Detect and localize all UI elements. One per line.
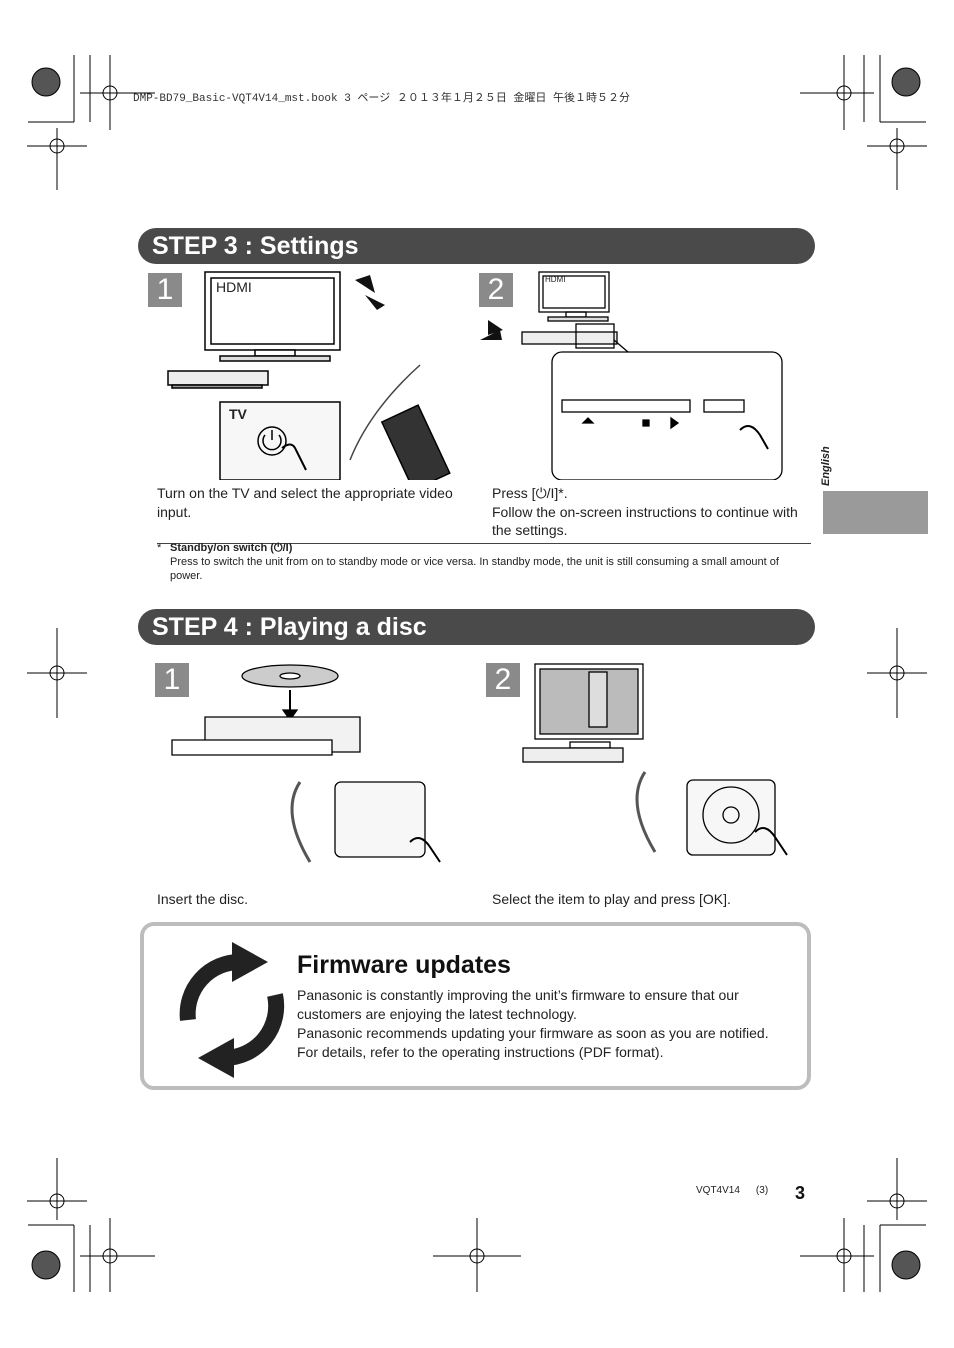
step3-panel2-number: 2 [479, 273, 513, 307]
step4-panel1-caption: Insert the disc. [157, 891, 249, 907]
refresh-icon [179, 942, 285, 1078]
step4-heading: STEP 4 : Playing a disc [138, 609, 815, 645]
step3-panel1-caption: Turn on the TV and select the appropriat… [157, 485, 453, 520]
file-header: DMP-BD79_Basic-VQT4V14_mst.book 3 ページ ２０… [133, 93, 631, 105]
tv-input-label: HDMI [216, 279, 252, 295]
page-number: 3 [795, 1183, 806, 1203]
footnote-marker: * [157, 542, 162, 554]
language-tab-label: English [820, 446, 832, 486]
footer-code: VQT4V14(3) [696, 1185, 769, 1196]
firmware-box [140, 922, 811, 1090]
language-tab [823, 491, 928, 534]
step4-panel2-number: 2 [486, 663, 520, 697]
disc-insert-illustration [171, 664, 441, 863]
step4-panel1-number: 1 [155, 663, 189, 697]
footnote-title: Standby/on switch (⏻/I) [170, 542, 293, 554]
firmware-body: Panasonic is constantly improving the un… [297, 987, 769, 1060]
footnote-rule [157, 543, 811, 544]
step3-panel2-caption: Press [⏻/I]*. Follow the on-screen instr… [492, 485, 798, 538]
step3-panel1-number: 1 [148, 273, 182, 307]
tv-button-label: TV [229, 406, 247, 422]
step3-heading: STEP 3 : Settings [138, 228, 815, 264]
player-power-button-illustration [480, 271, 783, 480]
step4-panel2-caption: Select the item to play and press [OK]. [492, 891, 731, 907]
firmware-title: Firmware updates [297, 951, 511, 979]
tv-player-remote-illustration [167, 271, 451, 480]
tv-input-label-small: HDMI [545, 275, 566, 284]
menu-select-illustration [522, 663, 788, 856]
footnote-text: Press to switch the unit from on to stan… [170, 556, 779, 582]
